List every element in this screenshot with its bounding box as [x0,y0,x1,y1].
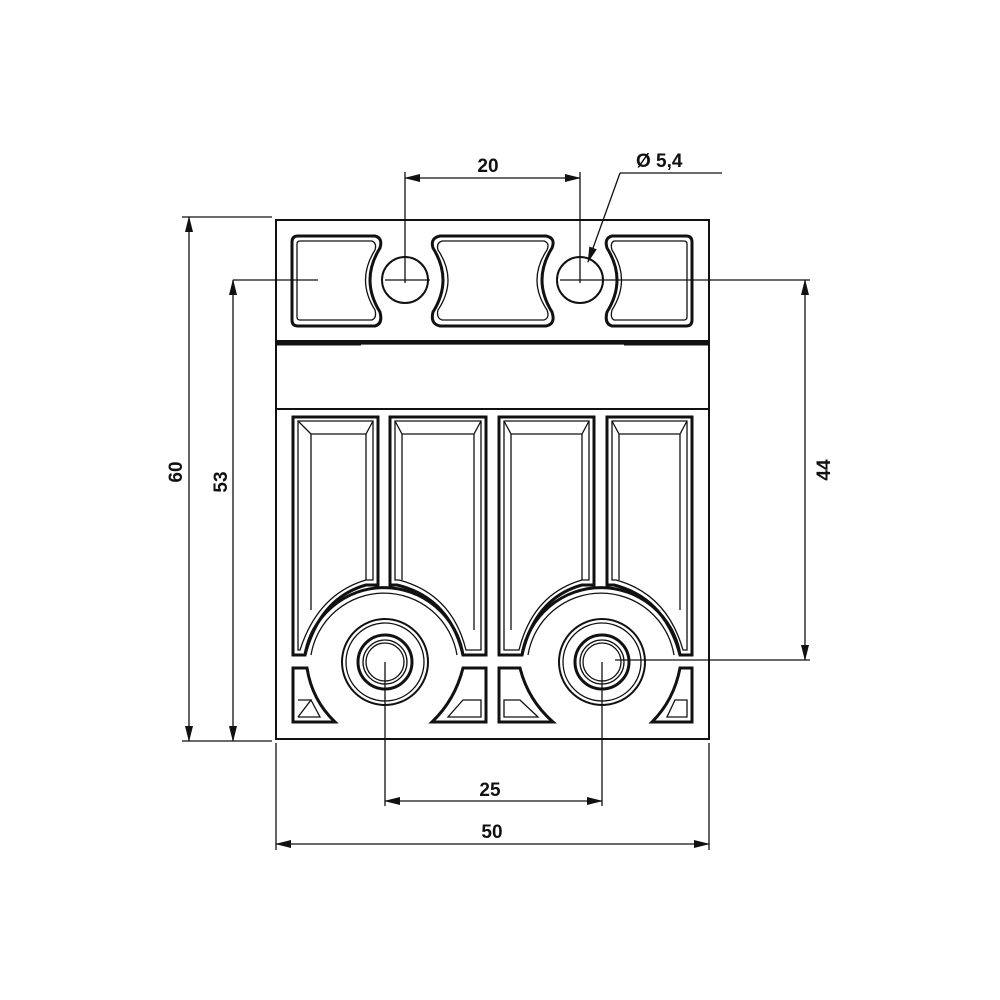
slot-left [290,234,383,328]
flange-slots [290,234,694,328]
dimension-hole-spacing: 20 [404,156,581,283]
chamber-1 [291,415,380,657]
dimension-mount-height: 53 [211,279,237,742]
body-outline [275,219,710,740]
pocket-2 [428,666,488,724]
chambers [291,415,694,724]
lower-body [275,408,710,740]
pocket-3 [497,666,557,724]
pocket-4 [648,666,694,724]
dimension-label-44: 44 [814,459,835,481]
chamber-4 [605,415,694,657]
dimension-port-spacing: 25 [384,662,603,806]
dimension-label-60: 60 [166,461,187,482]
dimension-label-53: 53 [211,471,232,492]
chamber-2 [388,415,488,657]
dimension-label-25: 25 [479,780,501,801]
dimension-overall-width: 50 [275,743,710,850]
slot-center [430,234,555,328]
dimension-overall-height: 60 [166,216,272,742]
dimension-hole-to-port: 44 [615,279,835,661]
pocket-1 [291,666,339,724]
chamber-3 [497,415,596,657]
slot-right [604,234,694,328]
dimension-label-20: 20 [477,156,498,177]
dimension-label-50: 50 [481,822,502,843]
dimension-label-diameter: Ø 5,4 [636,151,683,172]
middle-band [275,342,710,410]
dimension-hole-diameter: Ø 5,4 [587,151,722,263]
